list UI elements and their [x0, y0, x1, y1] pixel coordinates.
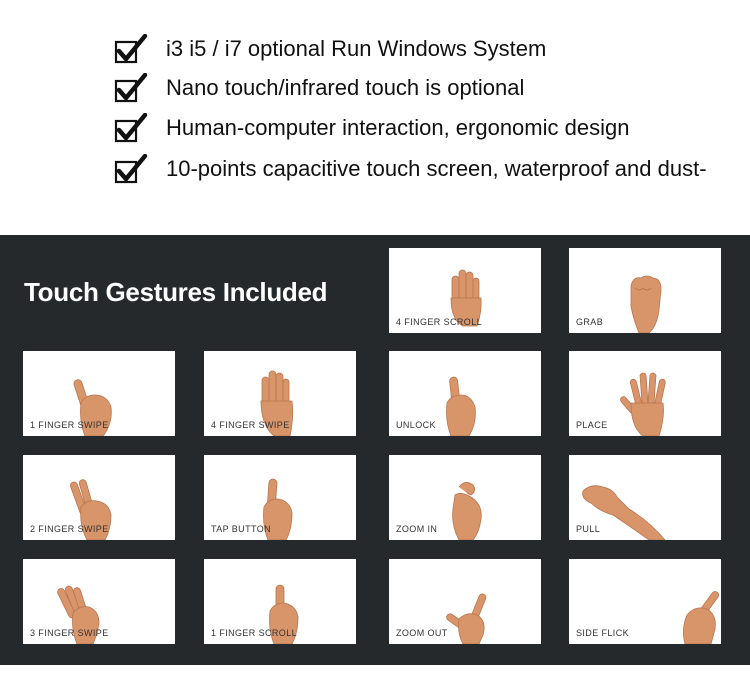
feature-item: Human-computer interaction, ergonomic de… [114, 113, 629, 143]
open-palm-icon [450, 269, 482, 327]
gesture-label: 1 FINGER SWIPE [30, 420, 109, 430]
feature-item: i3 i5 / i7 optional Run Windows System [114, 34, 546, 64]
grab-hand-icon [630, 275, 662, 333]
feature-text: i3 i5 / i7 optional Run Windows System [166, 36, 547, 61]
checkmark-icon [114, 113, 148, 143]
gesture-panel: Touch Gestures Included 4 FINGER SCROLL … [0, 235, 750, 665]
checkmark-icon [114, 73, 148, 103]
feature-text: Human-computer interaction, ergonomic de… [166, 115, 630, 140]
pointing-finger-icon [269, 584, 299, 644]
open-palm-icon [260, 370, 294, 436]
feature-list: i3 i5 / i7 optional Run Windows System N… [0, 0, 750, 235]
pointing-finger-icon [73, 379, 112, 436]
gesture-label: 2 FINGER SWIPE [30, 524, 109, 534]
gesture-tile-tap-button: TAP BUTTON [204, 455, 356, 540]
gesture-tile-zoom-in: ZOOM IN [389, 455, 541, 540]
feature-item: Nano touch/infrared touch is optional [114, 73, 524, 103]
gesture-tile-grab: GRAB [569, 248, 721, 333]
feature-text: Nano touch/infrared touch is optional [166, 75, 525, 100]
gesture-label: 4 FINGER SWIPE [211, 420, 290, 430]
panel-heading: Touch Gestures Included [24, 277, 328, 307]
gesture-tile-2-finger-swipe: 2 FINGER SWIPE [23, 455, 175, 540]
two-finger-hand-icon [70, 479, 112, 540]
pull-hand-icon [582, 485, 666, 540]
gesture-label: PLACE [576, 420, 608, 430]
gesture-tile-4-finger-scroll: 4 FINGER SCROLL [389, 248, 541, 333]
gesture-label: UNLOCK [396, 420, 436, 430]
gesture-label: SIDE FLICK [576, 628, 630, 638]
gesture-label: ZOOM OUT [396, 628, 448, 638]
gesture-label: 4 FINGER SCROLL [396, 317, 483, 327]
gesture-label: TAP BUTTON [211, 524, 272, 534]
gesture-label: ZOOM IN [396, 524, 438, 534]
gesture-tile-1-finger-swipe: 1 FINGER SWIPE [23, 351, 175, 436]
gesture-tile-zoom-out: ZOOM OUT [389, 559, 541, 644]
gesture-label: 3 FINGER SWIPE [30, 628, 109, 638]
spread-hand-icon [620, 372, 666, 436]
pinch-hand-icon [452, 482, 482, 540]
gesture-label: GRAB [576, 317, 604, 327]
gesture-label: PULL [576, 524, 601, 534]
feature-item: 10-points capacitive touch screen, water… [114, 154, 707, 184]
gesture-tile-pull: PULL [569, 455, 721, 540]
gesture-label: 1 FINGER SCROLL [211, 628, 298, 638]
pointing-finger-icon [446, 376, 476, 436]
gesture-tile-3-finger-swipe: 3 FINGER SWIPE [23, 559, 175, 644]
gesture-tile-4-finger-swipe: 4 FINGER SWIPE [204, 351, 356, 436]
three-finger-hand-icon [57, 585, 100, 644]
gesture-tile-place: PLACE [569, 351, 721, 436]
pointing-finger-icon [263, 478, 293, 540]
gesture-tile-side-flick: SIDE FLICK [569, 559, 721, 644]
gesture-tile-unlock: UNLOCK [389, 351, 541, 436]
flick-hand-icon [683, 591, 720, 644]
feature-text: 10-points capacitive touch screen, water… [166, 156, 707, 181]
checkmark-icon [114, 34, 148, 64]
checkmark-icon [114, 154, 148, 184]
pinch-hand-icon [446, 593, 487, 644]
gesture-tile-1-finger-scroll: 1 FINGER SCROLL [204, 559, 356, 644]
